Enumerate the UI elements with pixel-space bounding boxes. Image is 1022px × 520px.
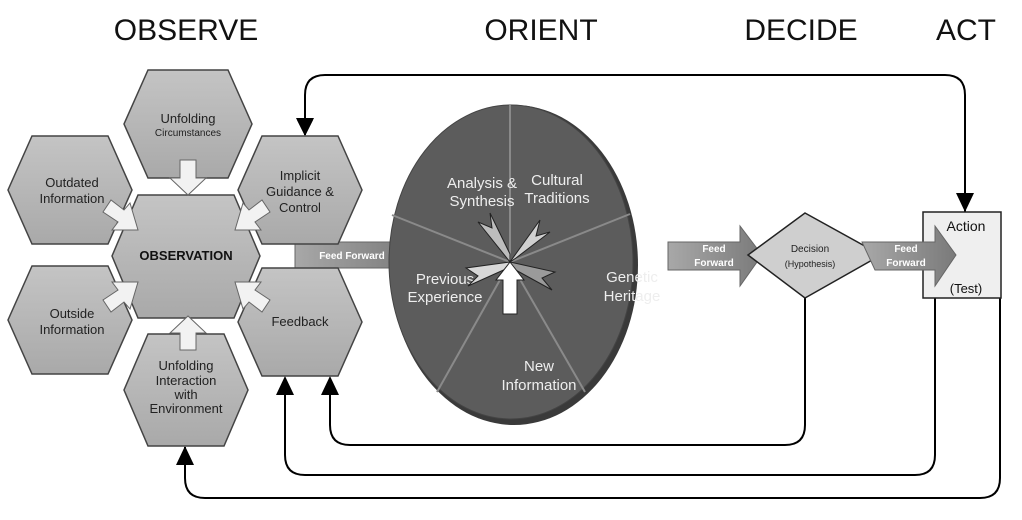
input-arrow-icon — [168, 315, 208, 351]
loop-decision-to-feedback — [329, 298, 806, 446]
segment-cultural-traditions: Cultural — [531, 172, 583, 189]
star-arrow-icon — [494, 261, 526, 315]
loop-action-to-environment — [184, 298, 1001, 499]
segment-analysis-synthesis: Analysis & — [447, 175, 517, 192]
decision-diamond: Decision (Hypothesis) — [746, 212, 883, 299]
phase-orient: ORIENT — [484, 14, 597, 47]
input-arrow-icon — [234, 199, 271, 231]
hex-feedback: Feedback — [237, 267, 363, 377]
svg-text:Traditions: Traditions — [524, 190, 589, 207]
arrowhead-up-icon — [321, 376, 339, 395]
phase-observe: OBSERVE — [114, 14, 259, 47]
input-arrow-icon — [168, 159, 208, 196]
arrowhead-down-icon — [296, 118, 314, 136]
hex-unfolding-interaction: Unfolding Interaction with Environment — [123, 333, 249, 447]
svg-text:Implicit: Implicit — [280, 168, 321, 183]
svg-text:(Hypothesis): (Hypothesis) — [785, 259, 836, 269]
svg-text:Guidance &: Guidance & — [266, 184, 334, 199]
svg-text:Outside: Outside — [50, 306, 95, 321]
feed-forward-label-3: Feed — [894, 244, 917, 255]
input-arrow-icon — [102, 281, 139, 313]
svg-text:Environment: Environment — [150, 401, 223, 416]
svg-text:Synthesis: Synthesis — [449, 193, 514, 210]
arrowhead-up-icon — [176, 446, 194, 465]
svg-text:Experience: Experience — [407, 289, 482, 306]
phase-act: ACT — [936, 14, 996, 47]
segment-previous-experience: Previous — [416, 271, 474, 288]
input-arrow-icon — [102, 199, 139, 231]
hex-outside-information: Outside Information — [7, 265, 133, 375]
star-arrow-icon — [477, 212, 511, 264]
hex-implicit-guidance-control: Implicit Guidance & Control — [237, 135, 363, 245]
svg-text:Decision: Decision — [791, 244, 829, 255]
svg-text:Action: Action — [947, 218, 986, 234]
segment-genetic-heritage: Genetic — [606, 269, 658, 286]
loop-action-to-feedback — [284, 298, 936, 476]
svg-text:Control: Control — [279, 200, 321, 215]
svg-text:(Test): (Test) — [950, 281, 983, 296]
input-arrow-icon — [234, 281, 271, 313]
arrowhead-up-icon — [276, 376, 294, 395]
hex-observation: OBSERVATION — [111, 194, 261, 319]
segment-new-information: New — [524, 358, 554, 375]
phase-decide: DECIDE — [744, 14, 857, 47]
svg-text:Feedback: Feedback — [271, 314, 329, 329]
svg-text:with: with — [173, 387, 197, 402]
feed-forward-label-2: Feed — [702, 244, 725, 255]
svg-text:Information: Information — [39, 322, 104, 337]
svg-text:Information: Information — [501, 377, 576, 394]
svg-text:Interaction: Interaction — [156, 373, 217, 388]
svg-text:Unfolding: Unfolding — [161, 111, 216, 126]
feed-forward-label-1: Feed Forward — [319, 251, 385, 262]
svg-text:OBSERVATION: OBSERVATION — [139, 248, 232, 263]
orient-pie: Analysis & Synthesis Cultural Traditions… — [388, 104, 661, 425]
svg-text:Unfolding: Unfolding — [159, 358, 214, 373]
hex-outdated-information: Outdated Information — [7, 135, 133, 245]
svg-text:Information: Information — [39, 191, 104, 206]
arrowhead-down-icon — [956, 193, 974, 212]
svg-text:Forward: Forward — [694, 258, 733, 269]
hex-unfolding-circumstances: Unfolding Circumstances — [123, 69, 253, 179]
svg-text:Circumstances: Circumstances — [155, 128, 221, 139]
star-arrow-icon — [509, 219, 551, 263]
feed-forward-arrow-3 — [861, 224, 957, 288]
svg-text:Outdated: Outdated — [45, 175, 99, 190]
loop-action-to-guidance — [297, 74, 966, 212]
svg-text:Forward: Forward — [886, 258, 925, 269]
feed-forward-arrow-2 — [667, 224, 763, 288]
svg-text:Heritage: Heritage — [604, 288, 661, 305]
